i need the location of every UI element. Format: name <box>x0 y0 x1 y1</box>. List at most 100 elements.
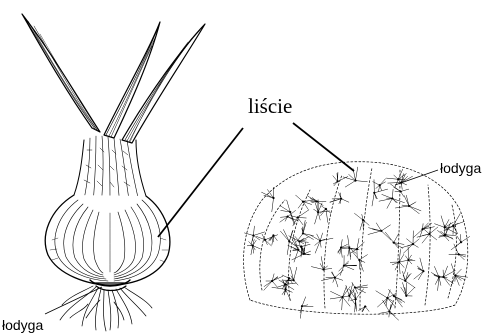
cactus-spine-cluster <box>280 230 298 255</box>
cactus-spine <box>394 234 399 243</box>
cactus-spine <box>379 199 392 202</box>
cactus-spine <box>443 277 449 285</box>
cactus-spine <box>330 291 342 297</box>
cactus-spine-cluster <box>300 297 313 319</box>
cactus-spine <box>348 248 350 256</box>
cactus-spine <box>321 278 335 281</box>
cactus-spine <box>461 237 470 243</box>
onion-roots <box>60 286 152 331</box>
cactus-areole <box>422 228 424 230</box>
cactus-spine <box>439 277 441 285</box>
cactus-spine <box>381 231 391 240</box>
cactus-spine <box>413 239 419 244</box>
cactus-areole <box>423 270 425 272</box>
cactus-spine <box>253 232 264 236</box>
cactus-spine <box>265 240 272 246</box>
cactus-areole <box>287 216 289 218</box>
cactus-spine <box>388 183 402 184</box>
cactus-spine-cluster <box>390 249 412 273</box>
cactus-spine <box>355 285 368 288</box>
cactus-areole <box>452 225 454 227</box>
cactus-spine <box>372 193 374 206</box>
onion-leaf-middle <box>104 22 160 138</box>
cactus-spine-cluster <box>269 235 278 245</box>
stem-pointer-line-onion <box>45 287 102 314</box>
cactus-spine <box>300 306 302 318</box>
cactus-spine <box>335 278 343 281</box>
cactus-areole <box>342 296 344 298</box>
cactus-spine-cluster <box>399 271 415 287</box>
cactus-areole <box>380 230 382 232</box>
cactus-spine <box>338 177 348 182</box>
cactus-spine <box>244 233 253 236</box>
cactus-areole <box>298 241 300 243</box>
cactus-areole <box>355 180 357 182</box>
cactus-areole <box>445 234 447 236</box>
cactus-areole <box>373 192 375 194</box>
cactus-spine-cluster <box>352 282 368 293</box>
cactus-spine-cluster <box>385 232 404 248</box>
cactus-spine <box>290 267 293 280</box>
cactus-spine <box>302 297 306 306</box>
cactus-spine <box>341 199 349 203</box>
cactus-areole <box>273 197 275 199</box>
cactus-areole <box>379 184 381 186</box>
cactus-spine <box>296 195 303 202</box>
cactus-areole <box>302 201 304 203</box>
cactus-spine-cluster <box>264 274 283 291</box>
cactus-spine <box>330 297 342 299</box>
cactus-spine-cluster <box>401 283 415 297</box>
cactus-spine <box>394 296 402 303</box>
cactus-spine-cluster <box>321 270 343 287</box>
cactus-areole <box>340 247 342 249</box>
cactus-areole <box>252 245 254 247</box>
cactus-areole <box>404 280 406 282</box>
cactus-spine <box>298 210 309 218</box>
cactus-areole <box>397 178 399 180</box>
cactus-spine <box>345 181 355 188</box>
cactus-spine-cluster <box>330 192 349 203</box>
cactus-spine-cluster <box>376 290 397 307</box>
cactus-spine <box>356 289 364 300</box>
cactus-areole <box>273 235 275 237</box>
cactus-spine <box>302 306 313 307</box>
cactus-spine-cluster <box>354 213 369 230</box>
cactus-areole <box>438 276 440 278</box>
cactus-spine-cluster <box>333 172 348 186</box>
cactus-areole <box>454 275 456 277</box>
cactus-areole <box>303 253 305 255</box>
cactus-spine-cluster <box>373 179 386 192</box>
cactus-areole <box>337 181 339 183</box>
cactus-spine <box>386 178 398 179</box>
cactus-areole <box>460 241 462 243</box>
cactus-spine <box>418 271 423 280</box>
cactus-spine <box>349 296 355 305</box>
cactus-spine <box>387 199 392 209</box>
cactus-areole <box>301 305 303 307</box>
cactus-areole <box>293 279 295 281</box>
cactus-spine <box>455 269 461 275</box>
cactus-areole <box>389 311 391 313</box>
cactus-spine-cluster <box>401 231 419 254</box>
cactus-areole <box>400 191 402 193</box>
cactus-spine <box>311 267 323 270</box>
cactus-areole <box>358 259 360 261</box>
cactus-areole <box>458 253 460 255</box>
cactus-spine <box>301 244 310 246</box>
cactus-areole <box>405 295 407 297</box>
cactus-spine <box>443 266 447 277</box>
stem-label-cactus: łodyga <box>440 160 481 176</box>
label-lines <box>158 123 354 237</box>
cactus-spine <box>340 266 344 276</box>
cactus-spine <box>294 250 298 262</box>
cactus-spine <box>381 225 390 231</box>
cactus-spine-cluster <box>368 223 391 240</box>
cactus-areole <box>264 239 266 241</box>
cactus-spine-cluster <box>339 256 357 276</box>
cactus-spine <box>414 271 424 279</box>
cactus-areole <box>348 295 350 297</box>
cactus-spine <box>441 216 445 228</box>
onion-illustration <box>22 14 205 331</box>
cactus-areole <box>387 297 389 299</box>
